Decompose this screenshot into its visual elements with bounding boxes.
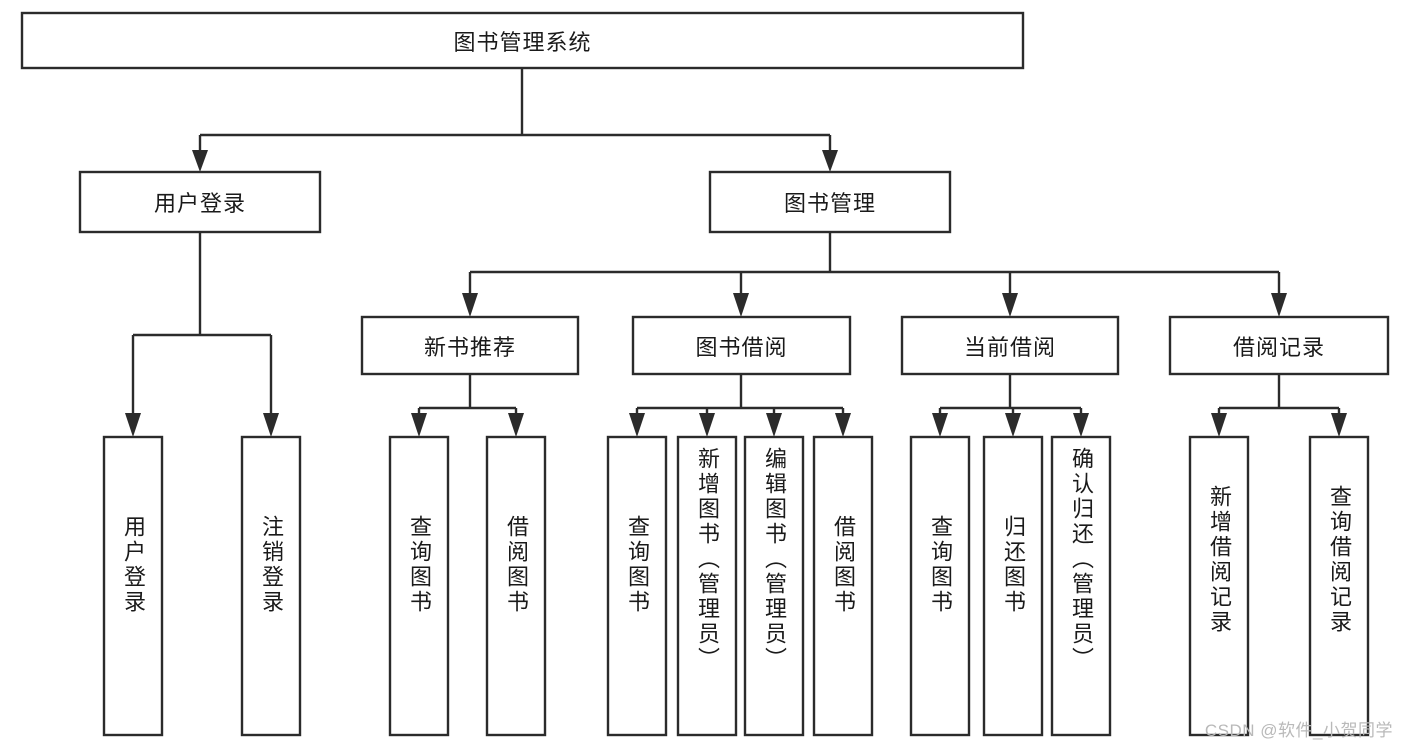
arrowhead-leaf-query-book-2 — [629, 413, 645, 437]
node-book-borrow-box[interactable] — [631, 315, 852, 376]
arrowhead-leaf-user-login — [125, 413, 141, 437]
node-book-borrow[interactable] — [631, 315, 852, 376]
node-leaf-add-book-box[interactable] — [676, 435, 738, 737]
connector-borrow-record-trunk — [1217, 374, 1341, 425]
node-leaf-add-record-box[interactable] — [1188, 435, 1250, 737]
node-borrow-record-box[interactable] — [1168, 315, 1390, 376]
node-leaf-confirm-return-box[interactable] — [1050, 435, 1112, 737]
arrowhead-leaf-confirm-return — [1073, 413, 1089, 437]
node-book-manage-box[interactable] — [708, 170, 952, 234]
arrowhead-leaf-add-book — [699, 413, 715, 437]
node-leaf-query-book-1-box[interactable] — [388, 435, 450, 737]
arrowhead-leaf-query-book-3 — [932, 413, 948, 437]
connector-new-book-recommend-trunk — [417, 374, 518, 425]
arrowhead-borrow-record — [1271, 293, 1287, 317]
arrowhead-leaf-query-book-1 — [411, 413, 427, 437]
node-leaf-query-record-box[interactable] — [1308, 435, 1370, 737]
arrowhead-leaf-add-record — [1211, 413, 1227, 437]
node-leaf-borrow-book-2-box[interactable] — [812, 435, 874, 737]
connector-user-login-trunk — [131, 232, 273, 425]
arrowhead-new-book-recommend — [462, 293, 478, 317]
node-root[interactable] — [20, 11, 1025, 70]
node-root-box[interactable] — [20, 11, 1025, 70]
arrowhead-current-borrow — [1002, 293, 1018, 317]
node-leaf-borrow-book-1-box[interactable] — [485, 435, 547, 737]
arrowhead-leaf-return-book — [1005, 413, 1021, 437]
node-new-book-recommend[interactable] — [360, 315, 580, 376]
node-leaf-query-book-3-box[interactable] — [909, 435, 971, 737]
node-current-borrow-box[interactable] — [900, 315, 1120, 376]
connector-root-trunk — [198, 68, 832, 160]
node-user-login[interactable] — [78, 170, 322, 234]
node-new-book-recommend-box[interactable] — [360, 315, 580, 376]
arrowhead-book-manage — [822, 150, 838, 172]
node-current-borrow[interactable] — [900, 315, 1120, 376]
node-user-login-box[interactable] — [78, 170, 322, 234]
arrowhead-leaf-borrow-book-2 — [835, 413, 851, 437]
node-leaf-user-login-box[interactable] — [102, 435, 164, 737]
connectors-group — [125, 68, 1347, 437]
leaf-nodes-group — [102, 435, 1370, 737]
arrowhead-leaf-query-record — [1331, 413, 1347, 437]
node-book-manage[interactable] — [708, 170, 952, 234]
arrowhead-user-login — [192, 150, 208, 172]
node-borrow-record[interactable] — [1168, 315, 1390, 376]
connector-book-borrow-trunk — [635, 374, 845, 425]
arrowhead-leaf-borrow-book-1 — [508, 413, 524, 437]
node-leaf-logout-box[interactable] — [240, 435, 302, 737]
arrowhead-book-borrow — [733, 293, 749, 317]
node-leaf-edit-book-box[interactable] — [743, 435, 805, 737]
node-leaf-query-book-2-box[interactable] — [606, 435, 668, 737]
arrowhead-leaf-edit-book — [766, 413, 782, 437]
arrowhead-leaf-logout — [263, 413, 279, 437]
connector-book-manage-trunk — [468, 232, 1281, 305]
node-leaf-return-book-box[interactable] — [982, 435, 1044, 737]
